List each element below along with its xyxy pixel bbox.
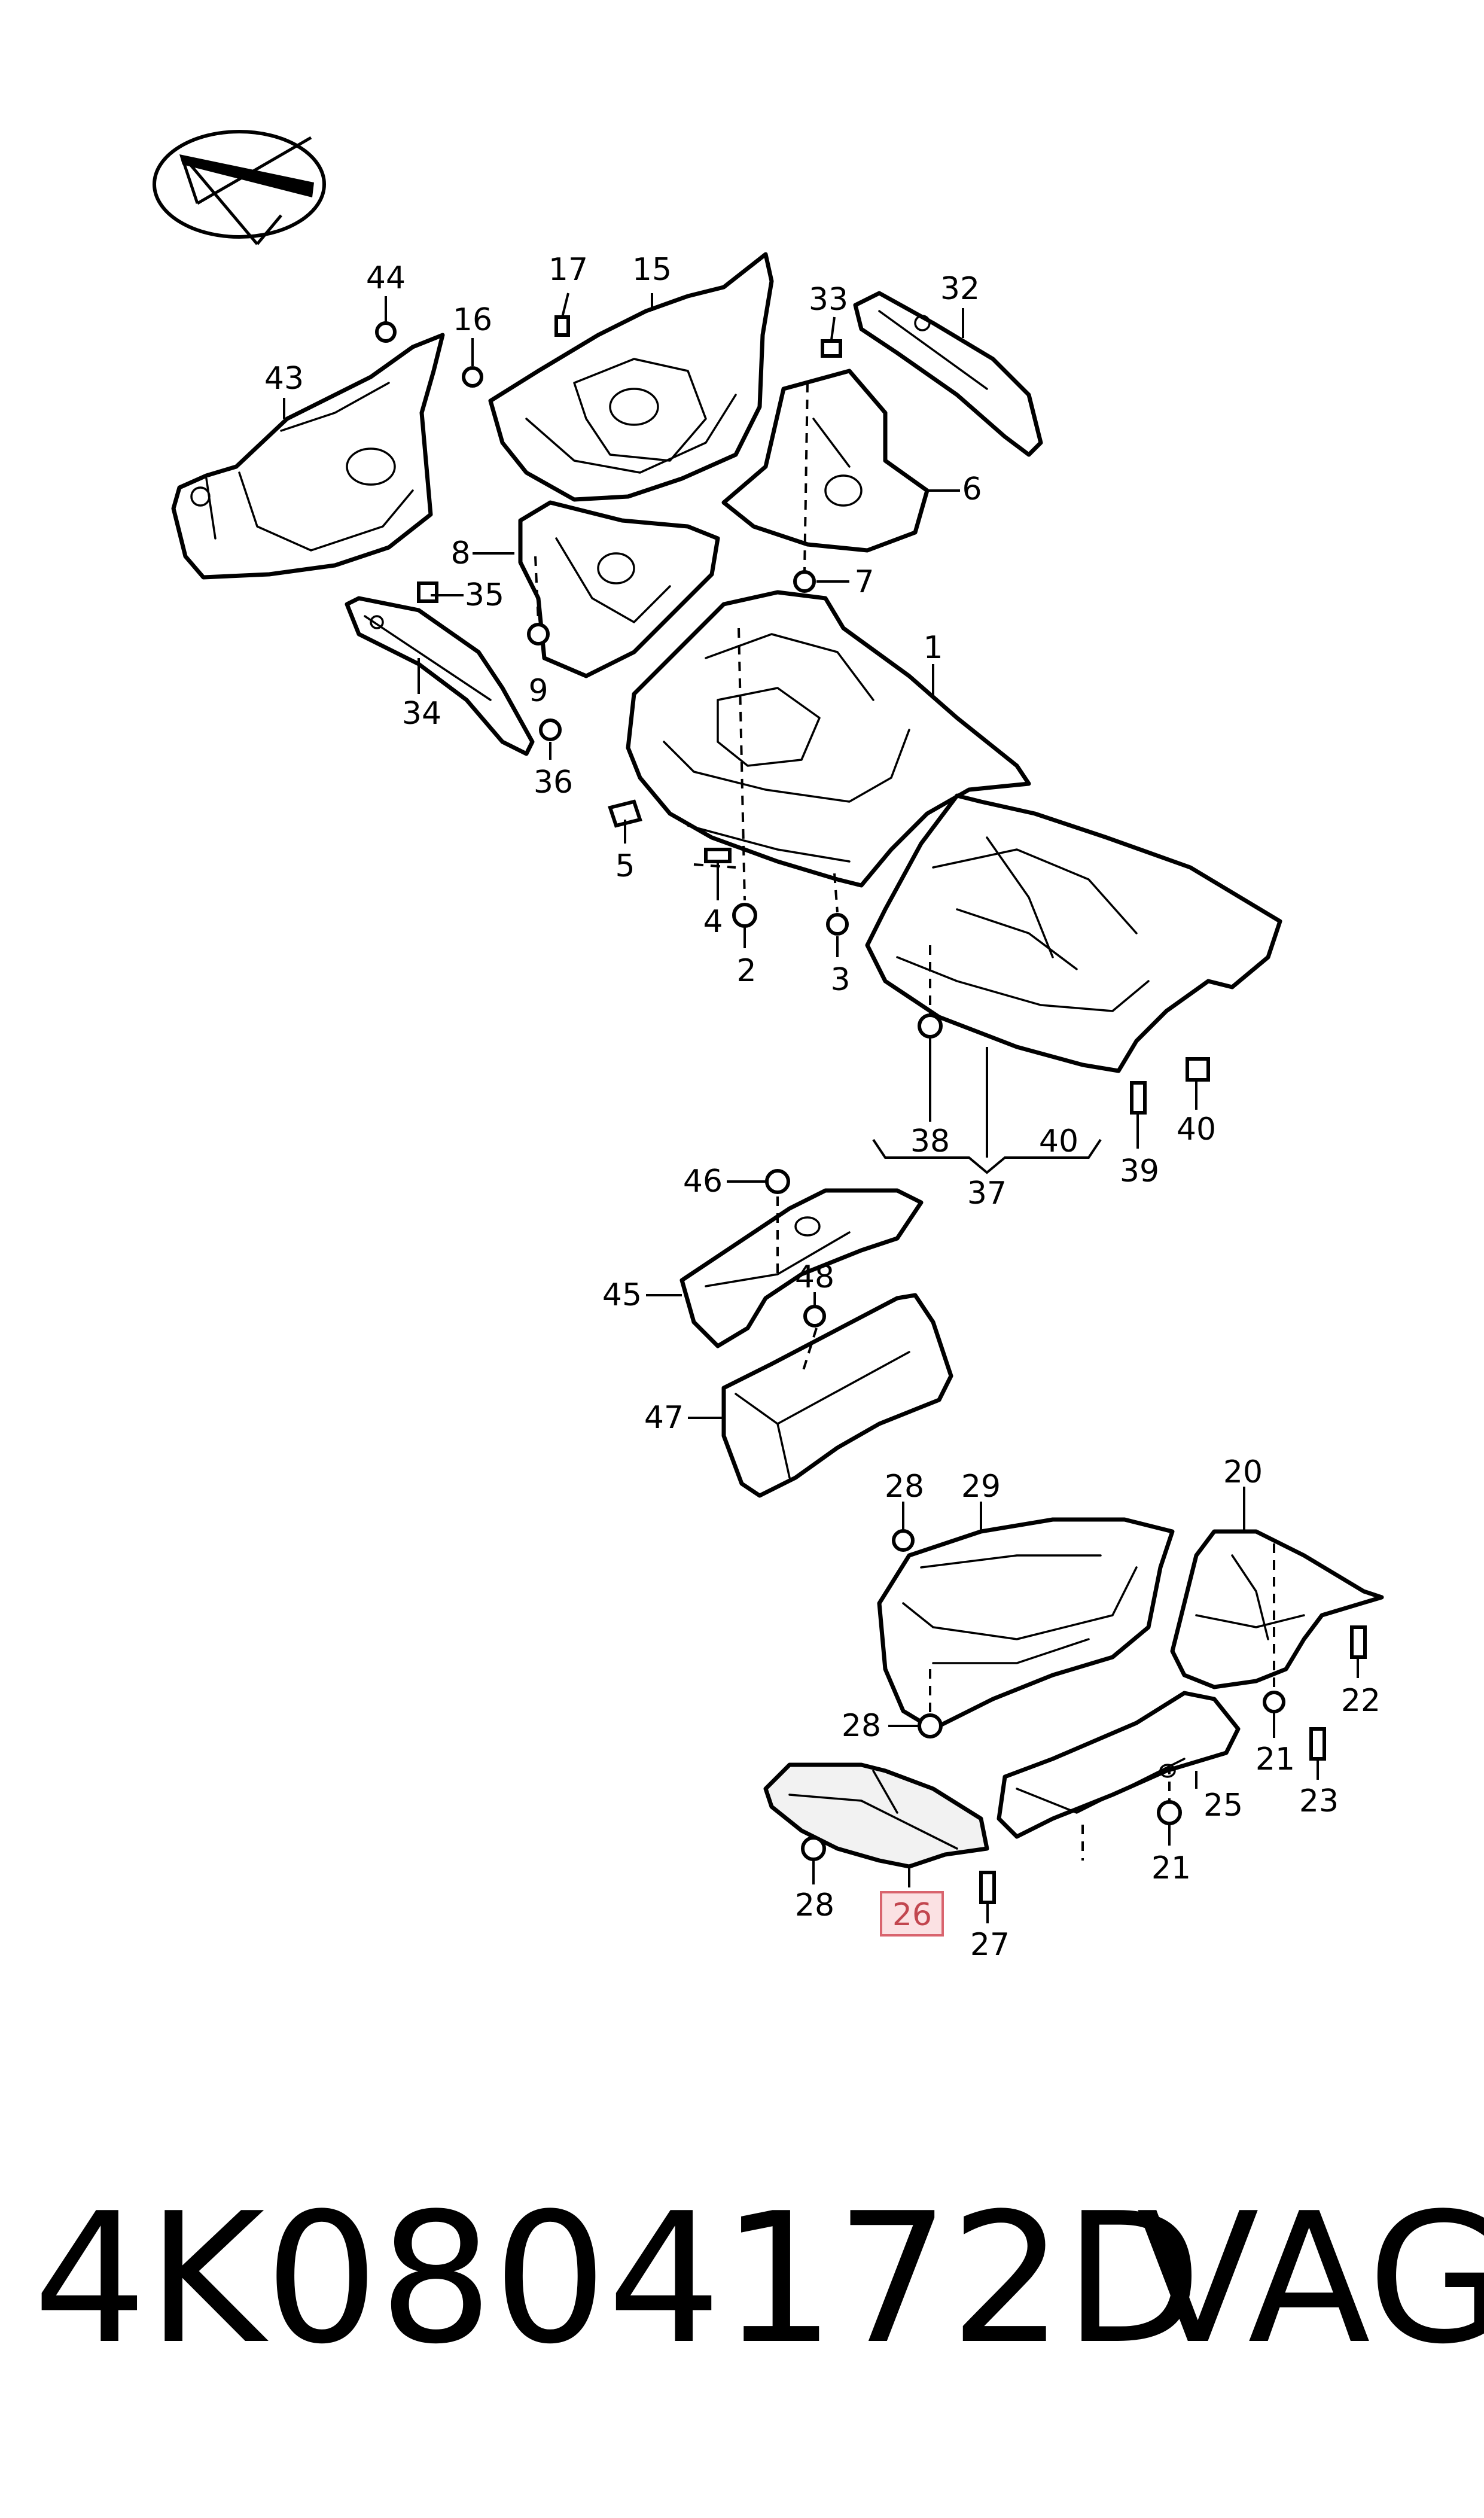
part-27-bolt [979,1871,996,1904]
assembly-lines [534,382,1275,1861]
part-25-shield [997,1691,1241,1839]
callout-28-a: 28 [885,1469,924,1505]
callout-46: 46 [683,1164,723,1199]
part-9-clip [527,623,550,646]
callout-22: 22 [1341,1683,1381,1719]
callout-26: 26 [892,1897,932,1933]
car-orientation-icon [153,130,326,245]
callout-7: 7 [854,564,874,600]
part-35-clip [417,581,438,603]
callout-34: 34 [402,696,441,732]
callout-labels: 44 43 16 17 15 33 32 6 8 7 35 9 1 34 36 … [264,252,1381,1963]
part-23-bolt [1309,1727,1326,1761]
callout-29: 29 [961,1469,1001,1505]
callout-28-c: 28 [795,1887,834,1923]
callout-21-b: 21 [1151,1850,1191,1886]
part-36-clip [539,718,562,741]
part-6-heat-shield [721,369,930,553]
callout-2: 2 [736,953,756,989]
part-40-clip [1186,1057,1210,1082]
callout-39: 39 [1120,1153,1159,1189]
part-number: 4K0804172D [33,2175,1202,2383]
callout-21-a: 21 [1256,1741,1295,1777]
part-26-shield [763,1762,989,1869]
callout-36: 36 [534,765,573,800]
part-16-clip [462,366,483,388]
callout-3: 3 [830,962,850,998]
part-15-heat-shield [488,252,774,502]
part-44-clip [375,321,397,343]
callout-47: 47 [644,1400,684,1436]
callout-6: 6 [962,471,982,507]
callout-8: 8 [450,535,470,571]
part-28-nut-b [918,1713,943,1738]
callout-27: 27 [970,1927,1010,1963]
part-1-heat-shield [626,590,1031,888]
callout-40-bracket: 40 [1039,1123,1078,1159]
callout-5: 5 [615,848,635,884]
part-29-heat-shield [877,1517,1175,1731]
callout-44: 44 [366,260,406,296]
part-21-nut-b [1157,1800,1182,1825]
part-47-tunnel-shield [721,1293,953,1498]
part-17-bolt [554,315,570,337]
callout-32: 32 [940,271,980,307]
part-4-screw [704,848,732,863]
callout-23: 23 [1299,1783,1339,1819]
callout-15: 15 [632,252,672,288]
part-39-bolt [1130,1081,1147,1115]
part-3-clip [826,913,849,936]
callout-16: 16 [453,302,492,338]
part-28-nut-a [892,1529,915,1552]
brand-name: VAG [1136,2175,1484,2383]
highlight-box-26 [880,1891,944,1937]
part-34-bracket [345,596,535,756]
part-20-heat-shield [1170,1529,1384,1689]
part-2-nut [732,903,757,928]
callout-48: 48 [795,1259,834,1295]
part-48-clip [803,1305,826,1327]
part-21-nut-a [1263,1691,1285,1713]
part-38-nut [918,1013,943,1039]
part-7-clip [793,570,816,593]
part-37-heat-shield [865,793,1282,1073]
callout-20: 20 [1223,1454,1263,1490]
callout-38: 38 [910,1123,950,1159]
part-32-bracket [853,291,1043,457]
callout-1: 1 [923,630,943,666]
callout-40: 40 [1177,1112,1216,1147]
callout-43: 43 [264,361,304,397]
part-43-heat-shield [171,333,445,580]
callout-9: 9 [528,673,548,709]
leader-lines [283,293,1359,1923]
callout-45: 45 [602,1277,642,1313]
part-5-clip [608,799,642,828]
part-46-nut [765,1169,790,1194]
callout-25: 25 [1203,1788,1243,1823]
part-45-shield [679,1188,924,1348]
callout-37: 37 [967,1176,1007,1211]
part-28-nut-c [801,1836,826,1861]
callout-33: 33 [809,282,848,318]
callout-4: 4 [703,904,723,940]
callout-28-b: 28 [842,1708,881,1744]
part-33-clip [821,339,842,358]
part-22-bolt [1350,1625,1367,1659]
callout-35: 35 [465,577,504,613]
callout-17: 17 [548,252,588,288]
